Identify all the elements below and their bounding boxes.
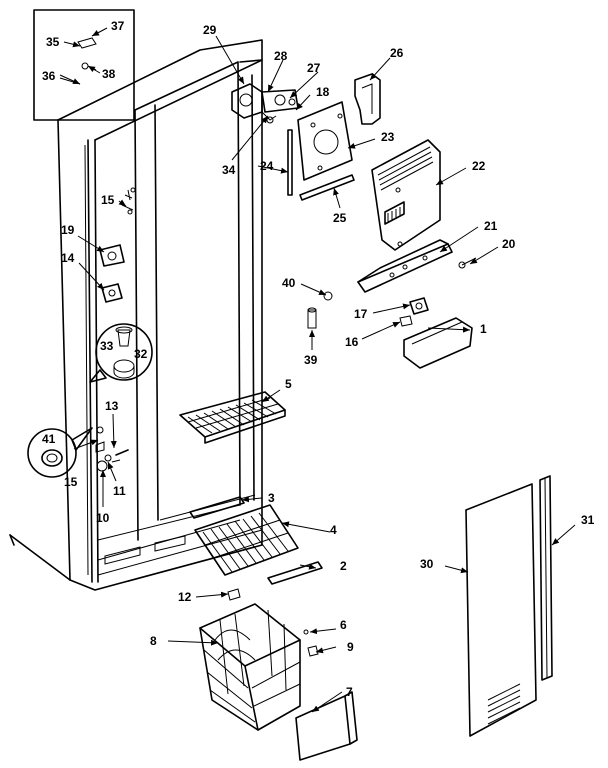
label-37: 37 (111, 19, 125, 33)
label-36: 36 (42, 69, 56, 83)
control-assembly (231, 83, 299, 196)
label-2: 2 (340, 559, 347, 573)
bracket-21 (357, 239, 477, 293)
label-41: 41 (42, 432, 56, 446)
label-14: 14 (61, 251, 75, 265)
wire-basket-8 (199, 588, 319, 731)
label-13: 13 (105, 399, 119, 413)
basket-front-7 (295, 691, 358, 761)
wire-shelf-4 (189, 496, 323, 585)
label-15b: 15 (64, 475, 78, 489)
label-33: 33 (100, 339, 114, 353)
wire-shelf-5 (179, 391, 286, 444)
label-31: 31 (581, 513, 595, 527)
label-11: 11 (113, 484, 126, 498)
label-21: 21 (484, 219, 498, 233)
label-15a: 15 (101, 193, 115, 207)
label-4: 4 (330, 523, 337, 537)
label-29: 29 (203, 23, 217, 37)
label-26: 26 (390, 46, 404, 60)
label-38: 38 (102, 67, 116, 81)
bracket-26 (354, 73, 381, 125)
label-19: 19 (61, 223, 75, 237)
label-3: 3 (268, 491, 275, 505)
label-6: 6 (340, 618, 347, 632)
label-9: 9 (347, 640, 354, 654)
label-22: 22 (472, 159, 486, 173)
part-labels: 1 2 3 4 5 6 7 8 9 10 11 12 13 14 15 15 1… (42, 19, 595, 699)
label-30: 30 (420, 557, 434, 571)
label-18: 18 (316, 85, 330, 99)
parts-17-16-1 (399, 297, 473, 369)
label-1: 1 (480, 322, 487, 336)
small-parts-40-39 (307, 291, 333, 329)
leader-lines (59, 27, 576, 713)
label-27: 27 (307, 61, 321, 75)
label-20: 20 (502, 237, 516, 251)
wall-hardware (27, 187, 153, 478)
label-12: 12 (178, 590, 192, 604)
cover-panel-22 (371, 139, 441, 251)
label-5: 5 (285, 377, 292, 391)
mounting-plate (297, 101, 355, 201)
label-28: 28 (274, 49, 288, 63)
label-39: 39 (304, 353, 318, 367)
label-24: 24 (260, 159, 274, 173)
cabinet-body (9, 39, 263, 591)
label-8: 8 (150, 634, 157, 648)
label-34: 34 (222, 163, 236, 177)
label-23: 23 (381, 130, 395, 144)
label-25: 25 (333, 211, 347, 225)
label-40: 40 (282, 276, 296, 290)
label-16: 16 (345, 335, 359, 349)
label-10: 10 (96, 511, 110, 525)
door-panel-30 (465, 475, 553, 737)
label-32: 32 (134, 347, 148, 361)
label-35: 35 (46, 35, 60, 49)
label-17: 17 (354, 307, 368, 321)
label-7: 7 (346, 685, 353, 699)
